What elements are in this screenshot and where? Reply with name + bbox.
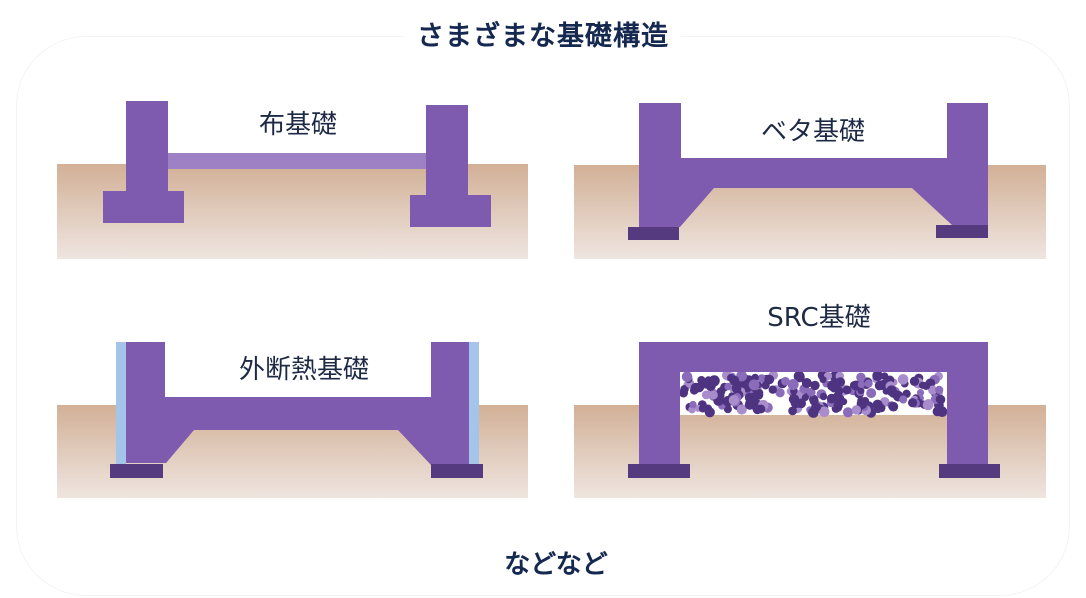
gravel-stone — [922, 399, 934, 411]
panel-src-kiso: SRC基礎 — [574, 303, 1046, 498]
panel-label: 布基礎 — [259, 110, 337, 140]
gravel-stone — [744, 392, 755, 403]
gravel-stone — [872, 370, 883, 382]
gravel-stone — [932, 406, 942, 417]
left-footing-wall — [103, 101, 184, 223]
src-frame — [639, 342, 988, 465]
gravel-stone — [835, 377, 846, 387]
gravel-stone — [826, 393, 837, 404]
gravel-stone — [916, 389, 925, 397]
gravel-stone — [761, 381, 770, 390]
gravel-stone — [806, 387, 816, 397]
left-insulation — [116, 342, 126, 465]
gravel-stone — [690, 382, 701, 394]
left-base-plate — [110, 464, 163, 478]
gravel-stone — [819, 376, 827, 384]
gravel-stone — [922, 381, 931, 390]
gravel-stone — [857, 380, 866, 388]
gravel-stone — [899, 395, 908, 404]
left-base-plate — [628, 464, 690, 478]
insulated-foundation — [126, 342, 469, 465]
gravel-stone — [866, 388, 877, 399]
right-insulation — [469, 342, 479, 465]
gravel-stone — [787, 379, 799, 390]
gravel-stone — [698, 404, 707, 413]
gravel-stone — [716, 387, 726, 396]
gravel-stone — [897, 374, 909, 385]
gravel-stone — [874, 380, 885, 391]
gravel-stone — [935, 385, 944, 394]
gravel-stone — [727, 373, 735, 382]
gravel-stone — [723, 405, 733, 414]
gravel-stone — [704, 407, 715, 418]
gravel-stone — [748, 379, 760, 391]
page-title: さまざまな基礎構造 — [0, 14, 1086, 53]
gravel-stone — [689, 400, 697, 409]
gravel-stone — [793, 370, 805, 382]
gravel-stone — [909, 376, 920, 386]
gravel-stone — [701, 390, 711, 400]
panel-nuno-kiso: 布基礎 — [57, 101, 528, 259]
gravel-stone — [705, 380, 716, 391]
right-base-plate — [431, 464, 483, 478]
gravel-stone — [788, 406, 797, 416]
right-base-plate — [939, 464, 1000, 478]
floor-slab — [166, 153, 428, 169]
gravel-stone — [908, 398, 918, 408]
panel-label: ベタ基礎 — [761, 117, 865, 147]
gravel-stone — [928, 385, 938, 395]
footer-text: などなど — [504, 550, 608, 580]
left-base-plate — [628, 227, 679, 240]
gravel-stone — [681, 371, 693, 383]
gravel-stone — [801, 378, 812, 388]
gravel-stone — [756, 404, 766, 414]
gravel-stone — [888, 401, 899, 412]
gravel-stone — [935, 394, 945, 404]
gravel-fill — [679, 370, 948, 418]
panel-beta-kiso: ベタ基礎 — [574, 103, 1046, 259]
right-base-plate — [936, 225, 988, 238]
panel-label: 外断熱基礎 — [239, 355, 369, 385]
gravel-stone — [679, 388, 688, 398]
gravel-stone — [768, 385, 777, 394]
page-title-text: さまざまな基礎構造 — [405, 21, 681, 52]
gravel-stone — [697, 376, 706, 385]
gravel-stone — [757, 374, 766, 383]
gravel-stone — [811, 402, 822, 412]
gravel-stone — [856, 372, 866, 382]
gravel-stone — [833, 400, 843, 411]
gravel-stone — [736, 404, 747, 415]
right-footing-wall — [410, 105, 491, 227]
gravel-stone — [810, 380, 820, 391]
gravel-stone — [724, 382, 732, 391]
panel-label: SRC基礎 — [767, 303, 870, 333]
gravel-stone — [872, 399, 883, 410]
gravel-stone — [827, 380, 838, 391]
gravel-stone — [818, 406, 830, 418]
gravel-stone — [886, 385, 897, 397]
gravel-stone — [842, 385, 852, 395]
gravel-stone — [775, 388, 785, 398]
gravel-stone — [728, 395, 740, 406]
gravel-stone — [819, 392, 828, 401]
gravel-stone — [709, 390, 718, 400]
gravel-stone — [851, 405, 862, 415]
mat-foundation — [639, 103, 988, 227]
gravel-stone — [796, 398, 806, 409]
gravel-stone — [842, 407, 854, 418]
gravel-stone — [864, 379, 873, 388]
panel-sotodannetsu-kiso: 外断熱基礎 — [57, 342, 528, 498]
gravel-stone — [781, 376, 790, 386]
